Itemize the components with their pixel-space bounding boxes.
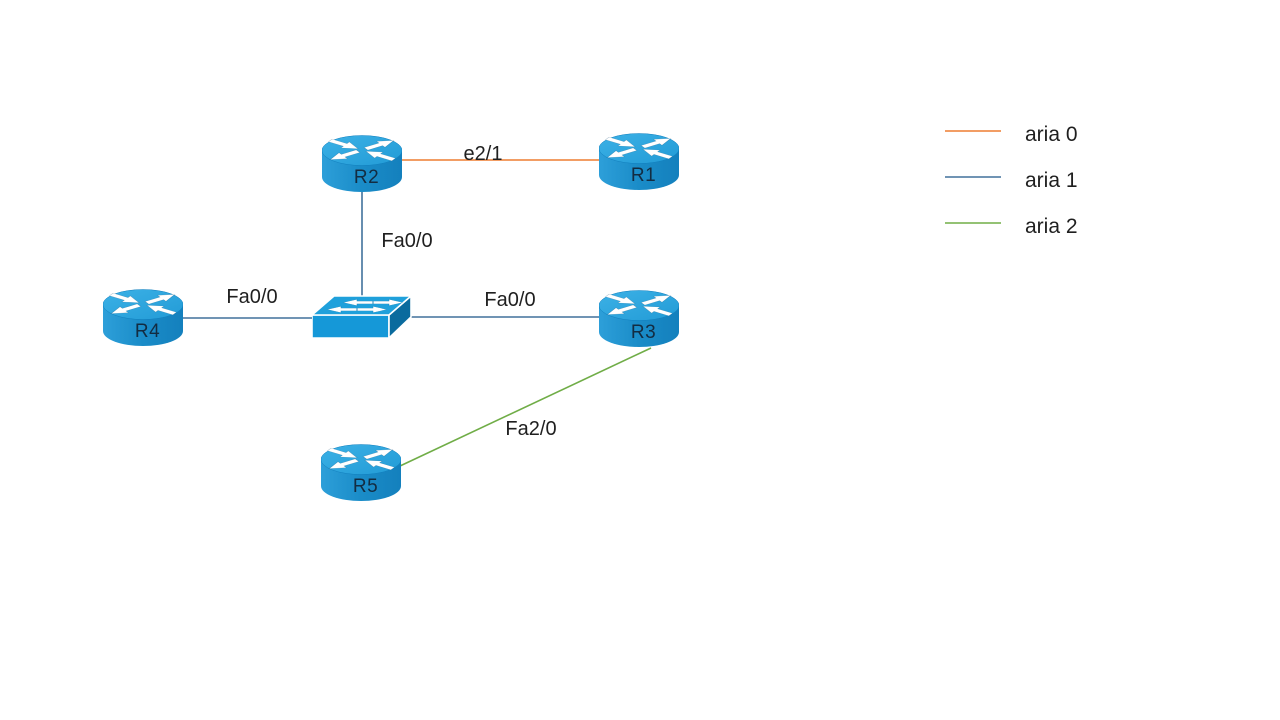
- node-label-r3: R3: [630, 322, 657, 343]
- legend-item-aria2: aria 2: [945, 204, 1195, 250]
- legend-item-label: aria 0: [1025, 123, 1078, 146]
- node-label-r5: R5: [352, 476, 379, 497]
- link-label-r3-r5: Fa2/0: [505, 418, 557, 440]
- node-label-r2: R2: [353, 167, 380, 188]
- node-r1: R1: [599, 133, 679, 191]
- node-r4: R4: [103, 289, 183, 347]
- link-r3-r5: [399, 347, 652, 467]
- legend-item-label: aria 1: [1025, 169, 1078, 192]
- legend-item-aria1: aria 1: [945, 158, 1195, 204]
- link-label-r4-switch: Fa0/0: [226, 286, 278, 308]
- legend-line-swatch: [945, 130, 1001, 132]
- node-label-r4: R4: [134, 321, 161, 342]
- legend-item-aria0: aria 0: [945, 112, 1195, 158]
- link-label-switch-r3: Fa0/0: [484, 289, 536, 311]
- legend: aria 0 aria 1 aria 2: [945, 112, 1195, 250]
- legend-line-swatch: [945, 176, 1001, 178]
- legend-line-swatch: [945, 222, 1001, 224]
- link-label-r2-r1: e2/1: [463, 143, 503, 165]
- node-r2: R2: [322, 135, 402, 193]
- node-r3: R3: [599, 290, 679, 348]
- legend-item-label: aria 2: [1025, 215, 1078, 238]
- node-label-r1: R1: [630, 165, 657, 186]
- link-label-r2-switch: Fa0/0: [381, 230, 433, 252]
- switch-icon: [312, 294, 412, 338]
- node-r5: R5: [321, 444, 401, 502]
- node-switch: [312, 294, 412, 338]
